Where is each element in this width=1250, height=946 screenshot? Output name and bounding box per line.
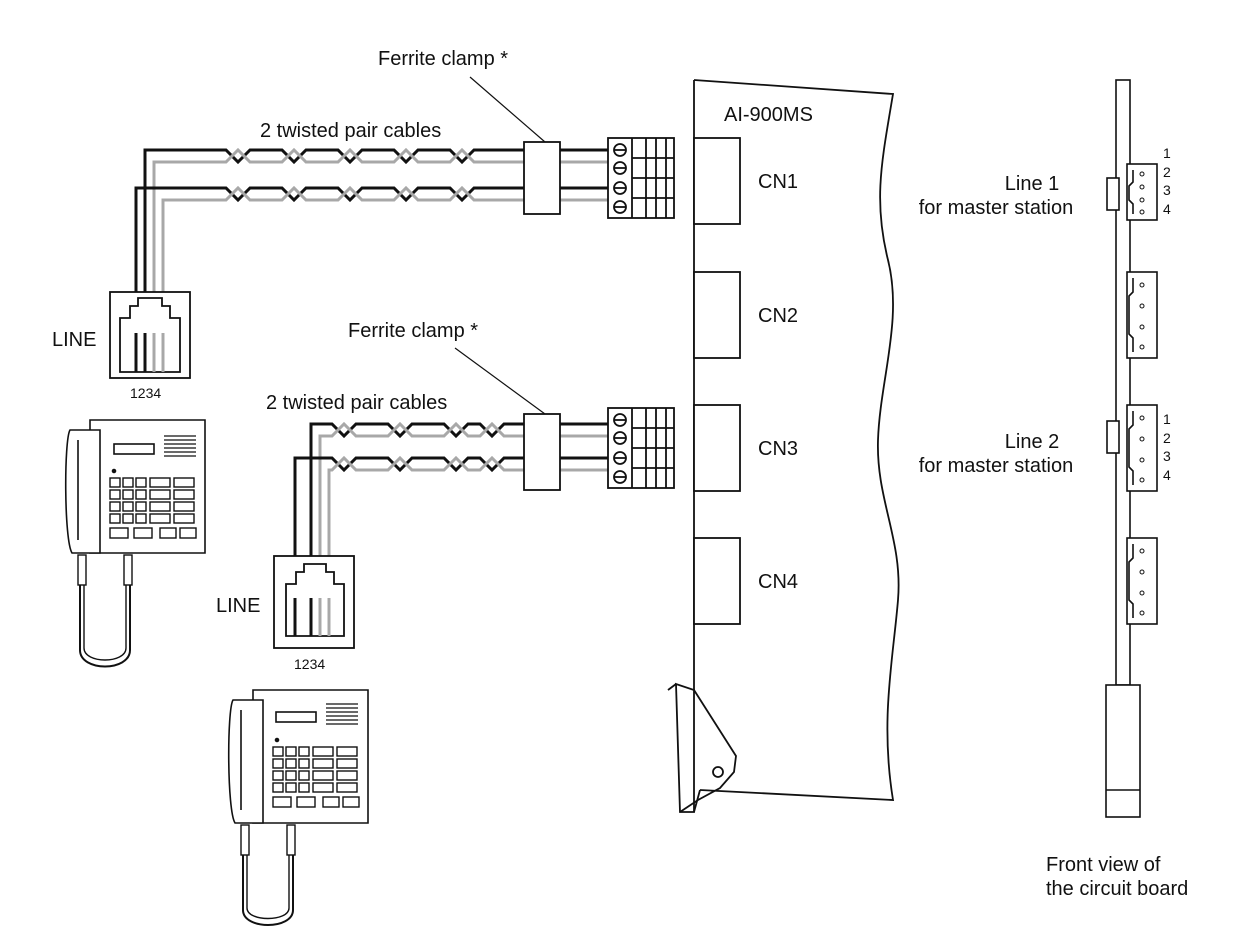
cable-pair-bottom <box>293 421 608 598</box>
board-lever <box>667 682 737 813</box>
line-jack-bottom-label: LINE <box>216 595 260 617</box>
line1-pin-4: 4 <box>1163 201 1171 217</box>
telephone-bottom <box>227 689 369 926</box>
ferrite-leader-bottom <box>454 347 546 415</box>
line-jack-top-label: LINE <box>52 329 96 351</box>
cn2-label: CN2 <box>758 305 798 327</box>
terminal-block-cn3 <box>607 407 675 489</box>
terminal-block-cn1 <box>607 137 675 219</box>
front-view-board <box>1105 79 1158 818</box>
ferrite-leader-top <box>469 76 546 143</box>
line1-pin-2: 2 <box>1163 164 1171 180</box>
ferrite-clamp-top <box>523 141 561 215</box>
line2-pin-1: 1 <box>1163 411 1171 427</box>
cn2-socket <box>693 271 741 359</box>
wall-jack-bottom <box>273 555 355 649</box>
cn4-socket <box>693 537 741 625</box>
jack-wires-top <box>134 333 165 372</box>
cn4-label: CN4 <box>758 571 798 593</box>
line2-pin-2: 2 <box>1163 430 1171 446</box>
cn3-socket <box>693 404 741 492</box>
cn1-socket <box>693 137 741 225</box>
telephone-top <box>64 419 206 668</box>
jack-pins-bottom-label: 1234 <box>294 656 325 672</box>
ferrite-clamp-top-label: Ferrite clamp * <box>378 48 508 70</box>
line2-pin-4: 4 <box>1163 467 1171 483</box>
cn3-label: CN3 <box>758 438 798 460</box>
cables-bottom-label: 2 twisted pair cables <box>266 392 447 414</box>
line2-subtitle: for master station <box>919 455 1074 477</box>
line2-pin-3: 3 <box>1163 448 1171 464</box>
front-view-pin-dots <box>1139 171 1145 616</box>
line2-title: Line 2 <box>1005 431 1060 453</box>
ferrite-clamp-bottom <box>523 413 561 491</box>
board-name-label: AI-900MS <box>724 104 813 126</box>
line1-pin-3: 3 <box>1163 182 1171 198</box>
wall-jack-top <box>109 291 191 379</box>
jack-pins-top-label: 1234 <box>130 385 161 401</box>
line1-pin-1: 1 <box>1163 145 1171 161</box>
line1-subtitle: for master station <box>919 197 1074 219</box>
cables-top-label: 2 twisted pair cables <box>260 120 441 142</box>
cn1-label: CN1 <box>758 171 798 193</box>
cable-pair-top <box>134 147 608 333</box>
front-view-caption-1: Front view of <box>1046 854 1161 876</box>
ferrite-clamp-bottom-label: Ferrite clamp * <box>348 320 478 342</box>
line1-title: Line 1 <box>1005 173 1060 195</box>
jack-wires-bottom <box>293 598 331 636</box>
front-view-caption-2: the circuit board <box>1046 878 1188 900</box>
